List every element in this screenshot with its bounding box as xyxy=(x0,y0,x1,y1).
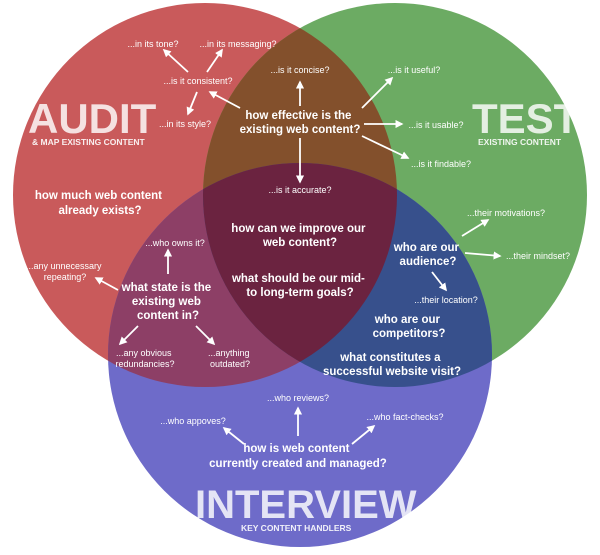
question-successful-visit: what constitutes a successful website vi… xyxy=(323,352,461,378)
audit-title: AUDIT xyxy=(28,95,157,142)
sub-redundancies: ...any obvious redundancies? xyxy=(115,348,174,369)
audit-caption: & MAP EXISTING CONTENT xyxy=(32,137,146,147)
sub-accurate: ...is it accurate? xyxy=(268,185,331,195)
question-goals: what should be our mid- to long-term goa… xyxy=(231,273,368,299)
question-created-managed: how is web content currently created and… xyxy=(209,443,387,470)
sub-outdated: ...anything outdated? xyxy=(208,348,252,369)
sub-reviews: ...who reviews? xyxy=(267,393,329,403)
question-improve: how can we improve our web content? xyxy=(231,223,368,249)
sub-usable: ...is it usable? xyxy=(408,120,463,130)
sub-mindset: ...their mindset? xyxy=(506,251,570,261)
sub-location: ...their location? xyxy=(414,295,478,305)
interview-title: INTERVIEW xyxy=(195,483,417,527)
test-caption: EXISTING CONTENT xyxy=(478,137,562,147)
test-title: TEST xyxy=(472,95,580,142)
sub-tone: ...in its tone? xyxy=(127,39,178,49)
sub-repeating: ...any unnecessary repeating? xyxy=(26,261,104,282)
sub-consistent: ...is it consistent? xyxy=(163,76,232,86)
sub-factchecks: ...who fact-checks? xyxy=(366,412,443,422)
sub-concise: ...is it concise? xyxy=(270,65,329,75)
sub-owns: ...who owns it? xyxy=(145,238,205,248)
question-effective: how effective is the existing web conten… xyxy=(240,110,361,136)
question-content-exists: how much web content already exists? xyxy=(35,190,165,217)
sub-useful: ...is it useful? xyxy=(388,65,441,75)
question-competitors: who are our competitors? xyxy=(373,314,446,340)
arrows xyxy=(94,48,502,445)
question-audience: who are our audience? xyxy=(393,242,462,268)
sub-style: ...in its style? xyxy=(159,119,211,129)
sub-findable: ...is it findable? xyxy=(411,159,471,169)
interview-caption: KEY CONTENT HANDLERS xyxy=(241,523,352,533)
question-state: what state is the existing web content i… xyxy=(121,282,215,322)
sub-appoves: ...who appoves? xyxy=(160,416,226,426)
sub-motivations: ...their motivations? xyxy=(467,208,545,218)
sub-messaging: ...in its messaging? xyxy=(199,39,276,49)
